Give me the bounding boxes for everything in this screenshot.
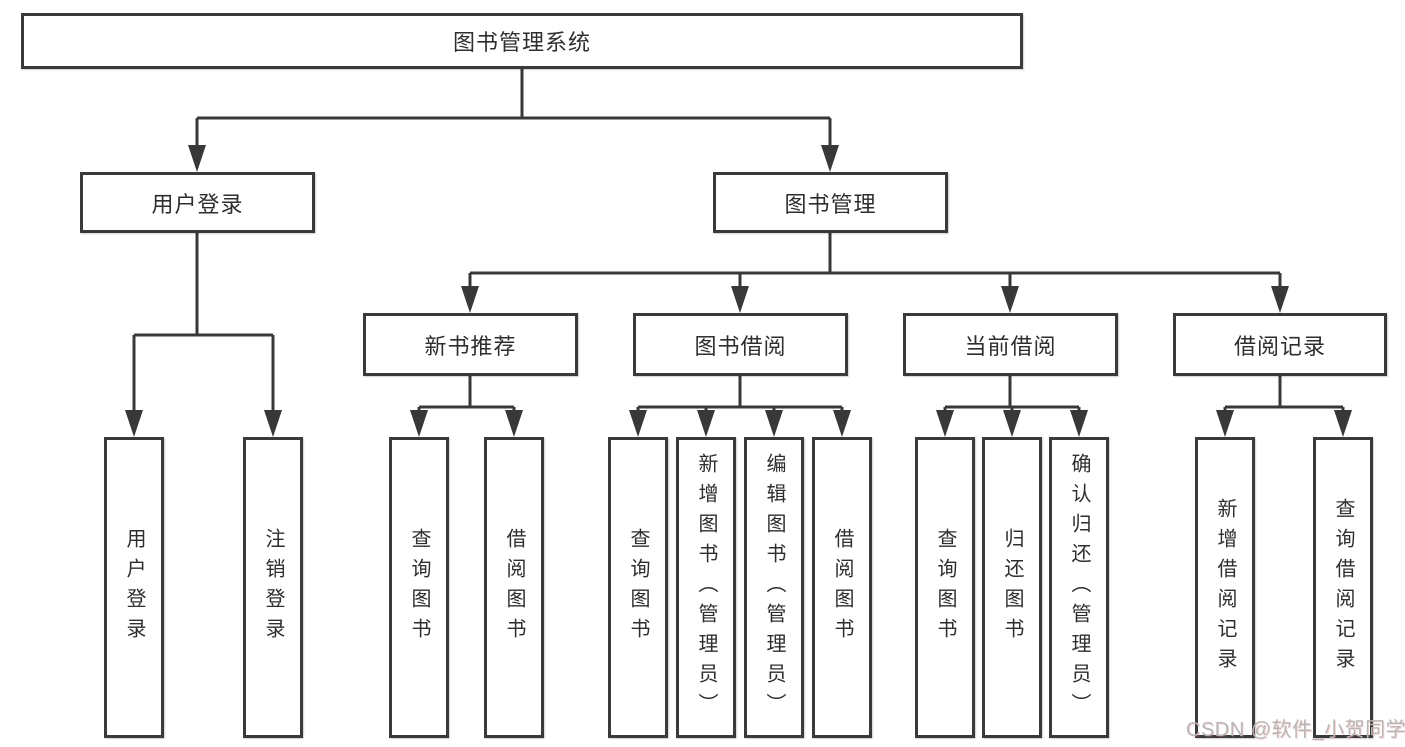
leaf-user-login: 用户登录	[104, 437, 164, 738]
leaf-query-borrow-record: 查询借阅记录	[1313, 437, 1373, 738]
leaf-label: 新增借阅记录	[1214, 497, 1236, 678]
arrowhead-icon	[1003, 410, 1021, 437]
leaf-query-books-recommend: 查询图书	[389, 437, 449, 738]
leaf-confirm-return-admin: 确认归还（管理员）	[1049, 437, 1109, 738]
arrowhead-icon	[1070, 410, 1088, 437]
arrowhead-icon	[461, 286, 479, 313]
leaf-label: 确认归还（管理员）	[1068, 452, 1090, 723]
leaf-add-borrow-record: 新增借阅记录	[1195, 437, 1255, 738]
leaf-edit-books-admin: 编辑图书（管理员）	[744, 437, 804, 738]
leaf-label: 查询借阅记录	[1332, 497, 1354, 678]
leaf-label: 归还图书	[1001, 527, 1023, 648]
node-root: 图书管理系统	[21, 13, 1023, 69]
leaf-logout: 注销登录	[243, 437, 303, 738]
leaf-label: 查询图书	[408, 527, 430, 648]
leaf-return-books: 归还图书	[982, 437, 1042, 738]
arrowhead-icon	[188, 145, 206, 172]
leaf-borrow-books: 借阅图书	[812, 437, 872, 738]
leaf-label: 新增图书（管理员）	[695, 452, 717, 723]
leaf-add-books-admin: 新增图书（管理员）	[676, 437, 736, 738]
watermark: CSDN @软件_小贺同学	[1186, 719, 1405, 741]
leaf-label: 借阅图书	[831, 527, 853, 648]
leaf-label: 编辑图书（管理员）	[763, 452, 785, 723]
arrowhead-icon	[1001, 286, 1019, 313]
leaf-label: 查询图书	[934, 527, 956, 648]
arrowhead-icon	[629, 410, 647, 437]
arrowhead-icon	[125, 410, 143, 437]
node-label: 新书推荐	[424, 333, 517, 359]
node-borrowing-records: 借阅记录	[1173, 313, 1387, 376]
arrowhead-icon	[1334, 410, 1352, 437]
leaf-label: 用户登录	[123, 527, 145, 648]
node-label: 当前借阅	[964, 333, 1057, 359]
arrowhead-icon	[1216, 410, 1234, 437]
node-book-borrowing: 图书借阅	[633, 313, 848, 376]
arrowhead-icon	[264, 410, 282, 437]
leaf-query-books-borrowing: 查询图书	[608, 437, 668, 738]
leaf-label: 注销登录	[262, 527, 284, 648]
node-root-label: 图书管理系统	[452, 30, 591, 55]
arrowhead-icon	[731, 286, 749, 313]
arrowhead-icon	[833, 410, 851, 437]
arrowhead-icon	[410, 410, 428, 437]
leaf-query-books-current: 查询图书	[915, 437, 975, 738]
leaf-label: 借阅图书	[503, 527, 525, 648]
arrowhead-icon	[936, 410, 954, 437]
node-label: 用户登录	[151, 191, 244, 217]
arrowhead-icon	[1271, 286, 1289, 313]
leaf-borrow-books-recommend: 借阅图书	[484, 437, 544, 738]
leaf-label: 查询图书	[627, 527, 649, 648]
node-label: 图书借阅	[694, 333, 787, 359]
node-label: 图书管理	[784, 191, 877, 217]
arrowhead-icon	[765, 410, 783, 437]
node-book-management: 图书管理	[713, 172, 948, 233]
node-current-borrowing: 当前借阅	[903, 313, 1118, 376]
arrowhead-icon	[505, 410, 523, 437]
arrowhead-icon	[821, 145, 839, 172]
node-label: 借阅记录	[1233, 333, 1326, 359]
node-new-book-recommend: 新书推荐	[363, 313, 578, 376]
node-user-login: 用户登录	[80, 172, 315, 233]
arrowhead-icon	[697, 410, 715, 437]
